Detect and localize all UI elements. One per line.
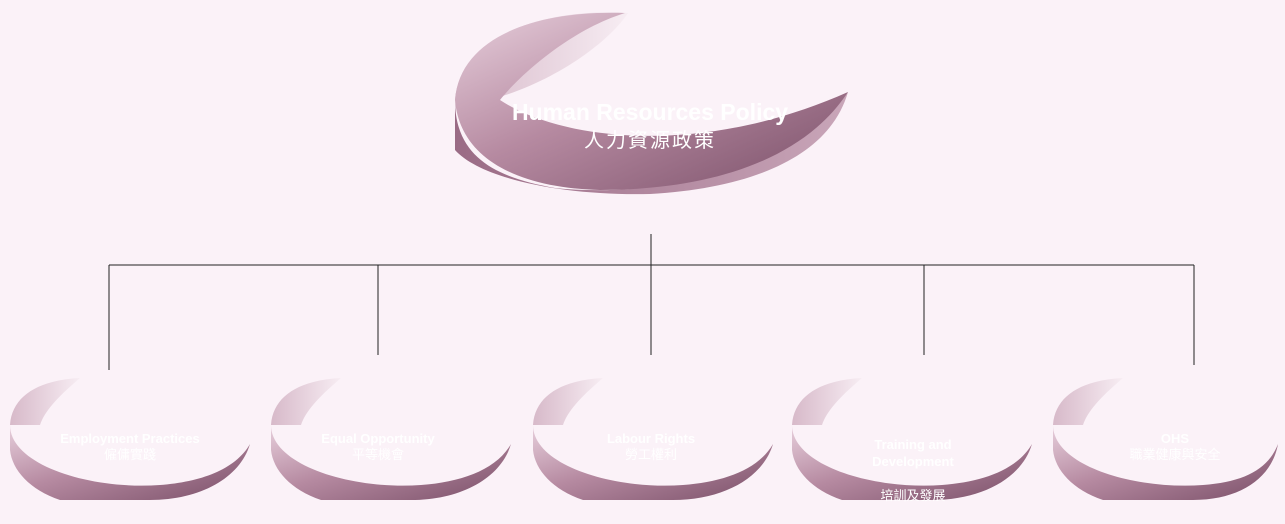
child-title-en: OHS [1160,431,1190,446]
child-title-en: Labour Rights [606,431,696,446]
child-title-zh: 培訓及發展 [880,489,946,504]
root-title-zh: 人力資源政策 [584,128,716,152]
child-ribbon-shape-5 [1053,378,1278,500]
child-title-zh: 僱傭實踐 [103,448,156,463]
child-node-label-3: Labour Rights 勞工權利 [536,430,766,465]
child-node-label-5: OHS 職業健康與安全 [1060,430,1285,465]
root-node-label: Human Resources Policy 人力資源政策 [470,98,830,154]
child-title-en: Equal Opportunity [321,431,435,446]
child-title-en: Training and Development [872,437,954,469]
child-title-zh: 職業健康與安全 [1129,448,1221,463]
root-ribbon-shape [455,12,848,195]
child-ribbon-shape-3 [533,378,773,500]
child-node-label-4: Training and Development 培訓及發展 [798,418,1028,524]
child-title-zh: 平等機會 [351,448,404,463]
child-ribbon-shape-1 [10,378,250,500]
child-node-label-1: Employment Practices 僱傭實踐 [15,430,245,465]
child-node-label-2: Equal Opportunity 平等機會 [263,430,493,465]
org-chart-canvas [10,12,1278,500]
child-title-en: Employment Practices [60,431,200,446]
root-title-en: Human Resources Policy [511,99,789,125]
child-title-zh: 勞工權利 [624,448,677,463]
child-ribbon-shape-2 [271,378,511,500]
connector-lines [108,234,1195,370]
org-chart: Human Resources Policy 人力資源政策 Employment… [10,12,1285,504]
child-ribbon-shape-4 [792,378,1032,500]
